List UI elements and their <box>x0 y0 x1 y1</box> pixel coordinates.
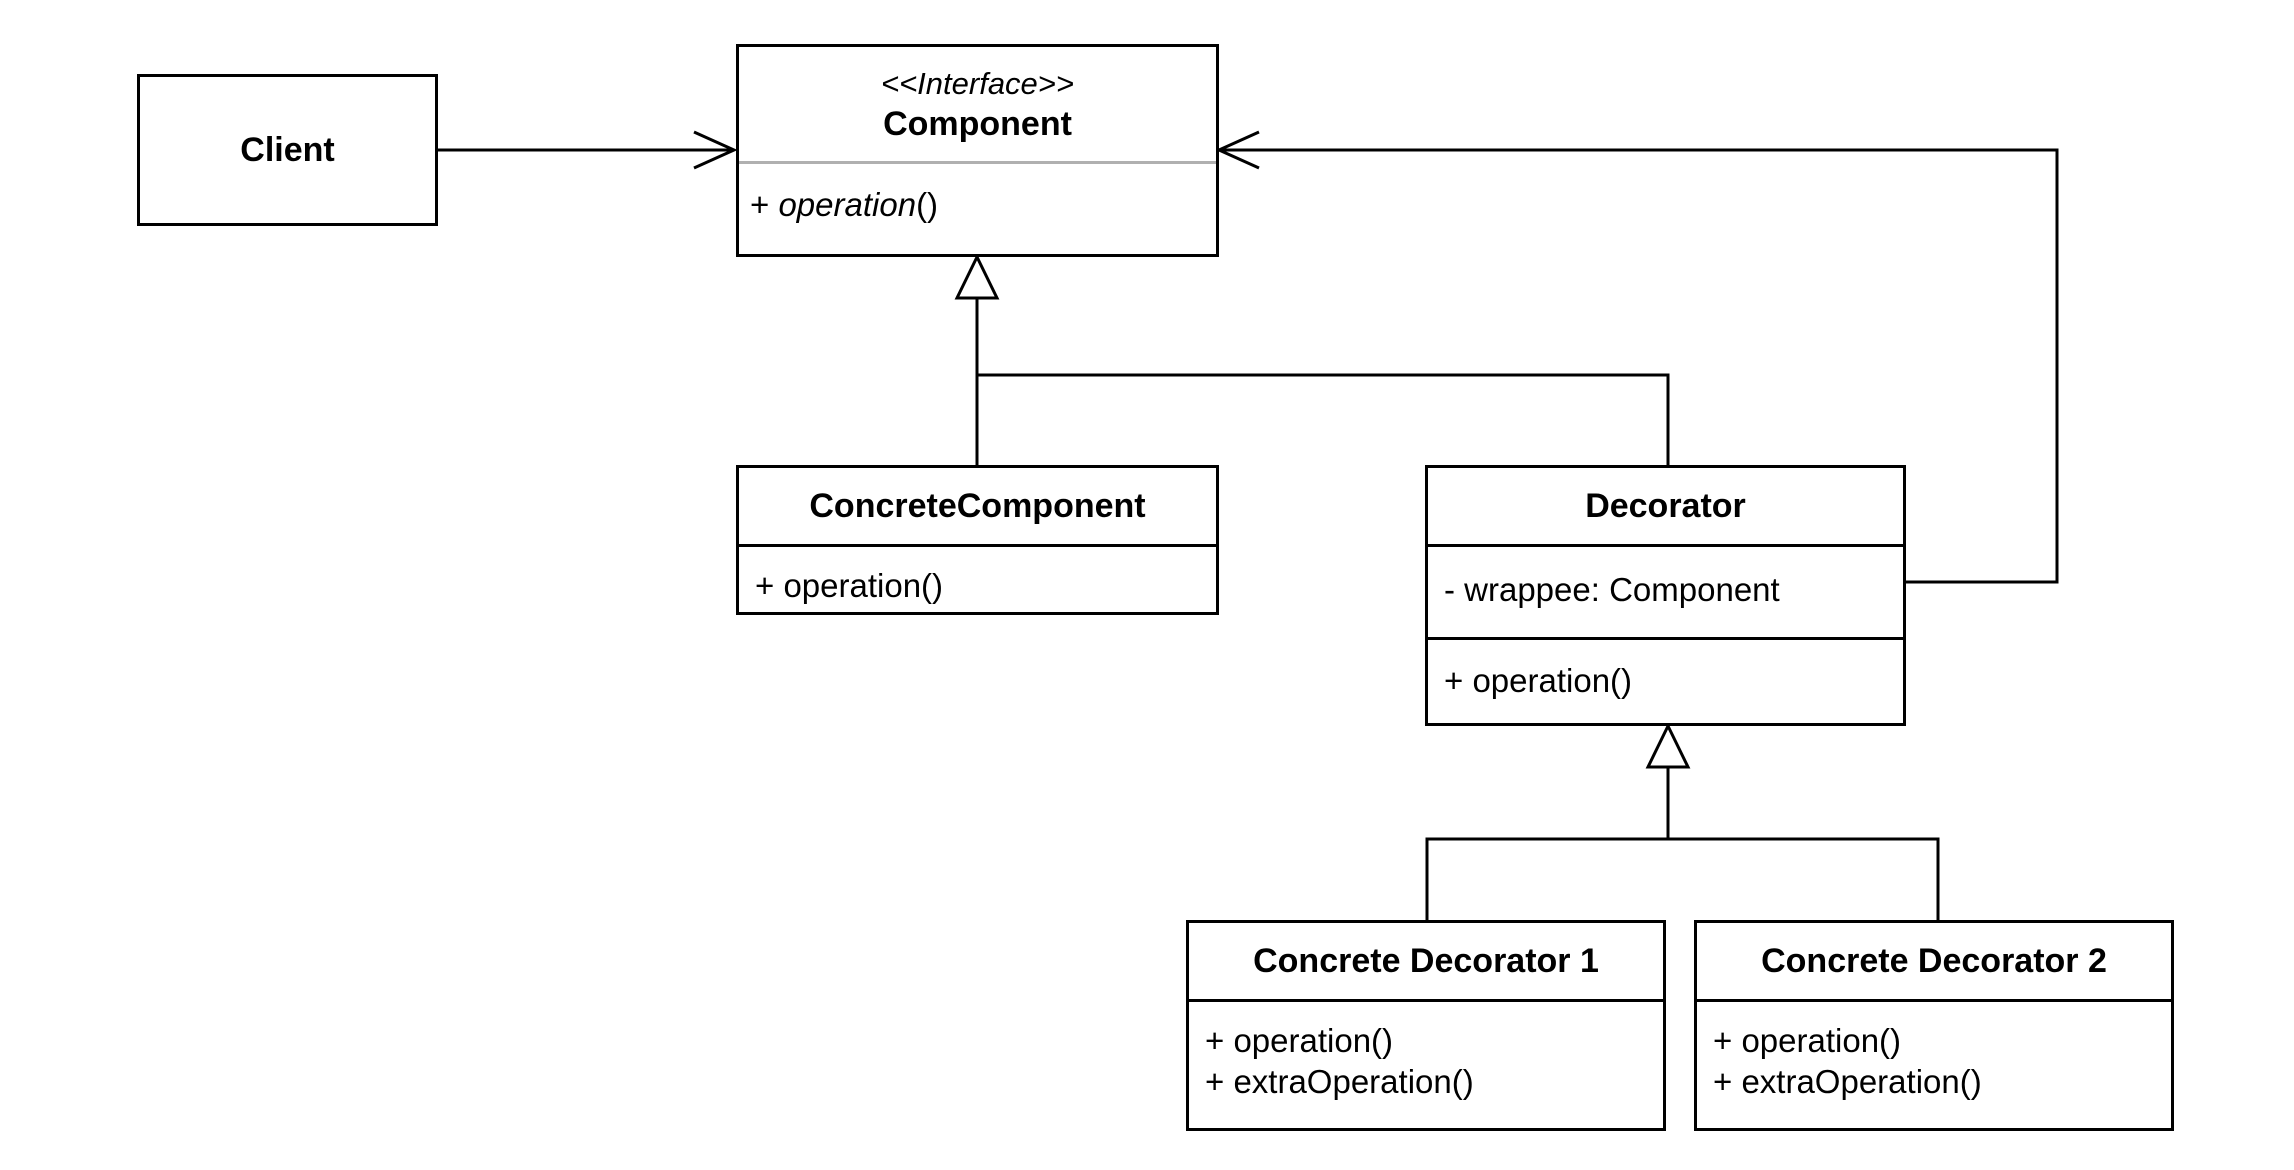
component-realization-triangle <box>954 253 1000 300</box>
decorator-operation: + operation() <box>1444 662 1633 700</box>
concrete-decorator-1-class-box[interactable]: Concrete Decorator 1 + operation() + ext… <box>1186 920 1666 1131</box>
concrete-decorator-2-operation: + operation() <box>1713 1022 1902 1059</box>
decorator-inheritance-triangle <box>1645 722 1691 769</box>
decorator-inheritance-branch <box>1425 837 1940 922</box>
decorator-class-name: Decorator <box>1585 487 1746 525</box>
concrete-decorator-2-extra-operation: + extraOperation() <box>1713 1063 1982 1101</box>
component-operation: + operation() <box>739 164 1216 225</box>
decorator-field-wrappee: - wrappee: Component <box>1444 571 1780 609</box>
concrete-component-operation: + operation() <box>755 567 944 604</box>
concrete-component-divider <box>739 544 1216 547</box>
concrete-decorator-2-class-box[interactable]: Concrete Decorator 2 + operation() + ext… <box>1694 920 2174 1131</box>
client-class-box[interactable]: Client <box>137 74 438 226</box>
decorator-name-divider <box>1428 544 1903 547</box>
concrete-decorator-2-divider <box>1697 999 2171 1002</box>
decorator-fields-divider <box>1428 637 1903 640</box>
client-to-component-arrowhead <box>693 130 738 170</box>
wrappee-association-arrowhead <box>1215 130 1260 170</box>
concrete-decorator-2-class-name: Concrete Decorator 2 <box>1761 942 2107 980</box>
concrete-component-class-box[interactable]: ConcreteComponent + operation() <box>736 465 1219 615</box>
component-stereotype: <<Interface>> <box>880 65 1075 101</box>
concrete-decorator-1-class-name: Concrete Decorator 1 <box>1253 942 1599 980</box>
component-operation-prefix: + <box>750 186 779 223</box>
concrete-decorator-1-operation: + operation() <box>1205 1022 1394 1059</box>
decorator-class-box[interactable]: Decorator - wrappee: Component + operati… <box>1425 465 1906 726</box>
component-operation-name: operation <box>778 186 917 223</box>
concrete-decorator-1-extra-operation: + extraOperation() <box>1205 1063 1474 1101</box>
component-operation-suffix: () <box>916 186 939 223</box>
component-divider <box>739 161 1216 164</box>
wrappee-association-line <box>1219 148 2059 584</box>
client-class-name: Client <box>240 131 335 169</box>
decorator-link-line <box>977 373 1670 467</box>
component-interface-box[interactable]: <<Interface>> Component + operation() <box>736 44 1219 257</box>
concrete-decorator-1-divider <box>1189 999 1663 1002</box>
component-class-name: Component <box>883 104 1072 143</box>
concrete-component-class-name: ConcreteComponent <box>809 487 1146 525</box>
